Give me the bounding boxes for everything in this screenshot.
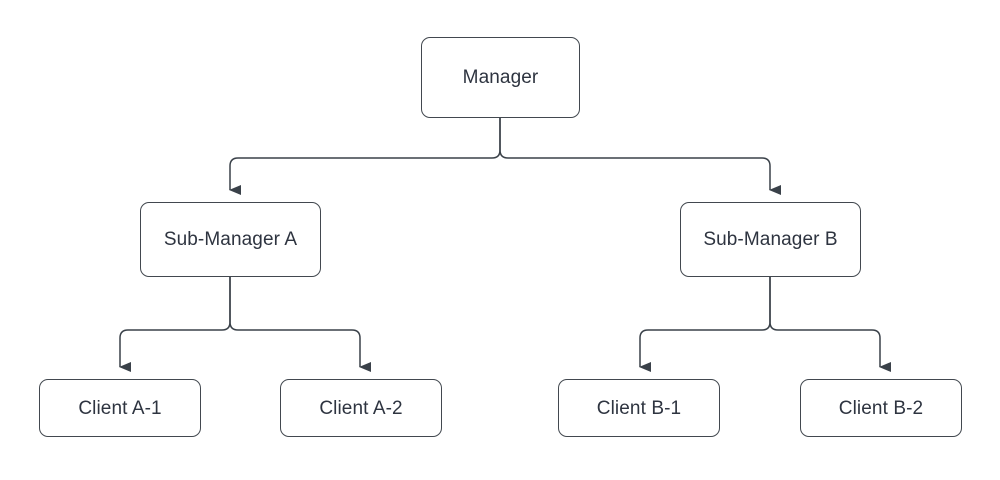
edge-sub-b-to-client-b-2 (769, 277, 891, 372)
node-client-a-2[interactable]: Client A-2 (280, 379, 442, 437)
node-sub-manager-b-label: Sub-Manager B (703, 229, 838, 250)
node-manager-label: Manager (462, 67, 539, 88)
node-client-a-2-label: Client A-2 (319, 397, 403, 419)
edge-sub-a-to-client-a-2 (229, 277, 371, 372)
node-sub-manager-a-label: Sub-Manager A (163, 229, 298, 250)
node-client-a-1-label: Client A-1 (78, 397, 162, 419)
edge-sub-a-to-client-a-1 (119, 277, 231, 372)
node-client-b-1[interactable]: Client B-1 (558, 379, 720, 437)
node-sub-manager-b[interactable]: Sub-Manager B (680, 202, 861, 277)
node-client-b-1-label: Client B-1 (596, 397, 682, 419)
node-sub-manager-a[interactable]: Sub-Manager A (140, 202, 321, 277)
node-client-a-1[interactable]: Client A-1 (39, 379, 201, 437)
edge-sub-b-to-client-b-1 (639, 277, 771, 372)
node-manager[interactable]: Manager (421, 37, 580, 118)
node-client-b-2[interactable]: Client B-2 (800, 379, 962, 437)
edge-manager-to-sub-a (229, 118, 501, 195)
node-client-b-2-label: Client B-2 (838, 397, 924, 419)
edge-manager-to-sub-b (499, 118, 781, 195)
